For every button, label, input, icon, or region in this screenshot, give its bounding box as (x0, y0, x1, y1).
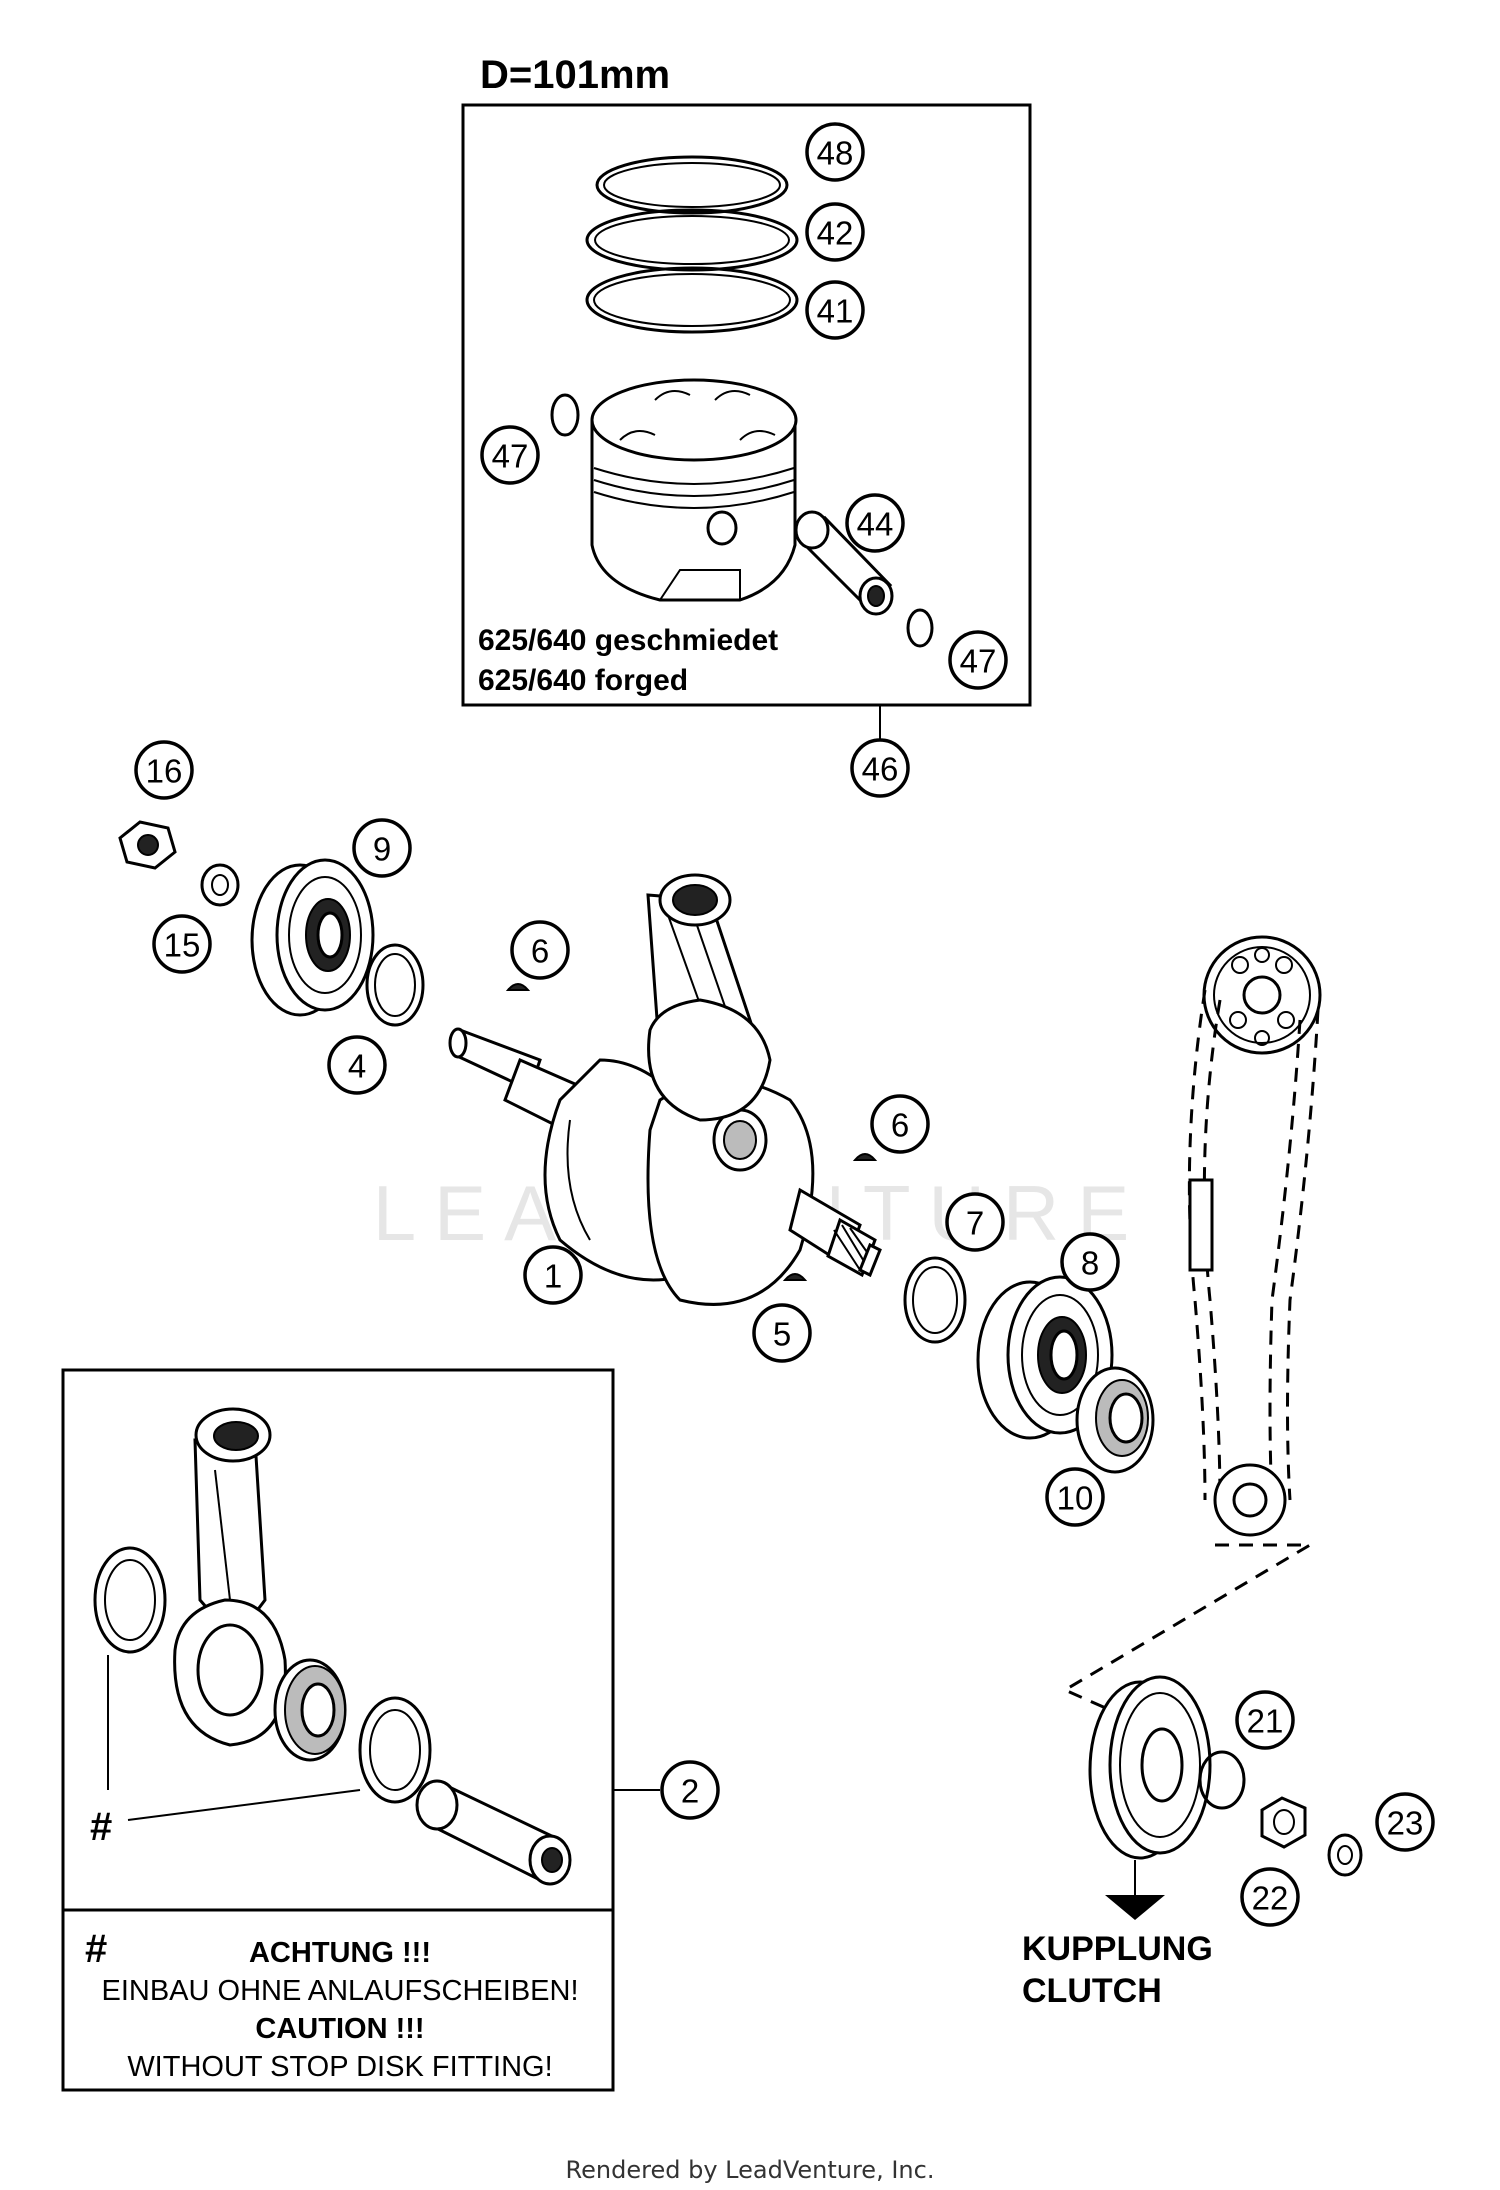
washer-15 (200, 863, 240, 907)
piston-ring-48 (595, 155, 789, 215)
footer-credit: Rendered by LeadVenture, Inc. (566, 2156, 935, 2184)
circlip-right (906, 608, 934, 648)
callout-1: 1 (523, 1245, 583, 1305)
crank-pin (415, 1779, 572, 1886)
callout-42: 42 (805, 202, 865, 262)
callout-47-top: 47 (480, 425, 540, 485)
callout-9: 9 (352, 818, 412, 878)
callout-22: 22 (1240, 1867, 1300, 1927)
callout-46: 46 (850, 738, 910, 798)
svg-text:16: 16 (146, 753, 183, 790)
callout-10: 10 (1045, 1467, 1105, 1527)
connecting-rod (646, 873, 772, 1122)
piston (590, 378, 798, 602)
clutch-label-en: CLUTCH (1022, 1972, 1162, 2010)
gear-link-line (1061, 1543, 1316, 1712)
callout-41: 41 (805, 280, 865, 340)
timing-chain (1187, 935, 1322, 1537)
piston-label-de: 625/640 geschmiedet (478, 624, 778, 657)
callout-8: 8 (1060, 1232, 1120, 1292)
svg-text:4: 4 (348, 1048, 366, 1085)
callout-6-right: 6 (870, 1094, 930, 1154)
conrod-kit-rod (173, 1407, 287, 1747)
callout-21: 21 (1235, 1690, 1295, 1750)
clutch-label-de: KUPPLUNG (1022, 1930, 1213, 1968)
warning-hash: # (85, 1927, 107, 1971)
piston-ring-42 (585, 208, 799, 272)
primary-gear (1088, 1675, 1212, 1860)
svg-text:6: 6 (531, 933, 549, 970)
callout-4: 4 (327, 1035, 387, 1095)
piston-box-frame (461, 103, 1032, 707)
callout-44: 44 (845, 493, 905, 553)
conrod-box-frame (61, 1368, 615, 2092)
svg-text:8: 8 (1081, 1245, 1099, 1282)
svg-text:9: 9 (373, 831, 391, 868)
callout-47-bottom: 47 (948, 630, 1008, 690)
thrust-washer-left (93, 1546, 167, 1654)
svg-text:1: 1 (544, 1258, 562, 1295)
warning-title-en: CAUTION !!! (255, 2013, 424, 2045)
shim-7 (903, 1256, 967, 1344)
svg-text:41: 41 (817, 293, 854, 330)
piston-pin (794, 510, 894, 616)
seal-10 (1075, 1366, 1155, 1474)
woodruff-key-6a (505, 983, 531, 991)
washer-23 (1327, 1833, 1363, 1877)
warning-text-en: WITHOUT STOP DISK FITTING! (127, 2051, 552, 2083)
svg-text:7: 7 (966, 1205, 984, 1242)
warning-title-de: ACHTUNG !!! (249, 1937, 431, 1969)
svg-text:21: 21 (1247, 1703, 1284, 1740)
conrod-kit-box: # # ACHTUNG !!! EINBAU OHNE ANLAUFSCHEIB… (61, 1368, 615, 2092)
woodruff-key-5 (782, 1273, 808, 1281)
svg-text:10: 10 (1057, 1480, 1094, 1517)
svg-text:2: 2 (681, 1773, 699, 1810)
callout-2: 2 (660, 1760, 720, 1820)
needle-bearing (273, 1658, 347, 1762)
svg-text:22: 22 (1252, 1880, 1289, 1917)
piston-label-en: 625/640 forged (478, 664, 688, 697)
svg-text:47: 47 (492, 438, 529, 475)
svg-text:46: 46 (862, 751, 899, 788)
callout-7: 7 (945, 1192, 1005, 1252)
thrust-washer-right (358, 1696, 432, 1804)
bore-diameter-title: D=101mm (480, 53, 670, 97)
hash-marker: # (90, 1805, 112, 1849)
svg-text:48: 48 (817, 135, 854, 172)
svg-text:44: 44 (857, 506, 894, 543)
lock-washer-21 (1198, 1750, 1246, 1810)
svg-text:15: 15 (164, 927, 201, 964)
svg-text:47: 47 (960, 643, 997, 680)
bearing-8 (976, 1275, 1114, 1440)
callout-16: 16 (134, 740, 194, 800)
nut-16 (118, 820, 177, 870)
shim-4 (365, 943, 425, 1027)
piston-kit-box: D=101mm (461, 53, 1032, 742)
bearing-9 (250, 858, 375, 1017)
svg-text:6: 6 (891, 1107, 909, 1144)
svg-text:42: 42 (817, 215, 854, 252)
clutch-arrow-icon (1105, 1895, 1165, 1920)
nut-22 (1260, 1796, 1307, 1849)
callout-5: 5 (752, 1303, 812, 1363)
piston-ring-41 (585, 266, 799, 334)
svg-text:23: 23 (1387, 1805, 1424, 1842)
circlip-left (550, 393, 580, 437)
callout-23: 23 (1375, 1792, 1435, 1852)
callout-48: 48 (805, 122, 865, 182)
warning-text-de: EINBAU OHNE ANLAUFSCHEIBEN! (102, 1975, 579, 2007)
woodruff-key-6b (852, 1153, 878, 1161)
callout-15: 15 (152, 914, 212, 974)
callout-6-left: 6 (510, 920, 570, 980)
svg-text:5: 5 (773, 1316, 791, 1353)
